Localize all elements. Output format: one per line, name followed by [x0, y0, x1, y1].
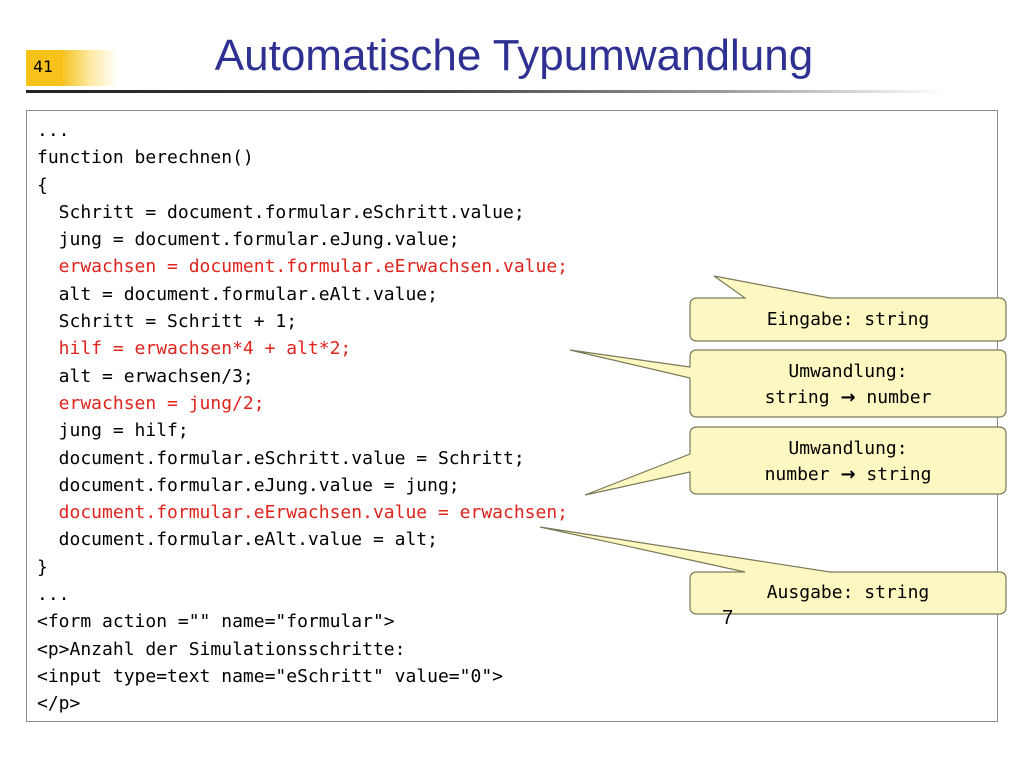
code-listing: ... function berechnen() { Schritt = docum… [37, 117, 568, 718]
code-line: <p>Anzahl der Simulationsschritte: [37, 638, 406, 660]
code-line: erwachsen = document.formular.eErwachsen… [37, 256, 569, 278]
callout-umwandlung-2-to: string [866, 464, 932, 485]
code-line: document.formular.eSchritt.value = Schri… [37, 447, 525, 469]
slide-title: Automatische Typumwandlung [214, 31, 814, 80]
code-line: document.formular.eJung.value = jung; [37, 474, 460, 496]
right-arrow-icon: → [840, 387, 856, 408]
callout-umwandlung-1-text: Umwandlung: string → number [690, 359, 1006, 411]
code-line: { [37, 174, 48, 196]
code-line: Schritt = document.formular.eSchritt.val… [37, 201, 525, 223]
code-line: ... [37, 120, 70, 141]
callout-eingabe-text: Eingabe: string [766, 309, 930, 330]
page-number-badge [26, 50, 118, 86]
code-line: jung = document.formular.eJung.value; [37, 229, 460, 251]
callout-umwandlung-1-heading: Umwandlung: [788, 361, 908, 382]
title-divider [26, 90, 946, 93]
callout-umwandlung-1-from: string [764, 387, 830, 408]
code-line: <form action ="" name="formular"> [37, 611, 395, 633]
code-line: document.formular.eAlt.value = alt; [37, 529, 438, 551]
callout-umwandlung-2-text: Umwandlung: number → string [690, 436, 1006, 488]
code-line: erwachsen = jung/2; [37, 392, 265, 414]
code-line: <input type=text name="eSchritt" value="… [37, 665, 503, 687]
code-line: document.formular.eErwachsen.value = erw… [37, 502, 569, 524]
callout-umwandlung-2-heading: Umwandlung: [788, 438, 908, 459]
callout-umwandlung-2-from: number [764, 464, 830, 485]
code-line: alt = erwachsen/3; [37, 365, 254, 387]
code-line: alt = document.formular.eAlt.value; [37, 283, 438, 305]
code-line: </p> [37, 693, 81, 715]
code-line: hilf = erwachsen*4 + alt*2; [37, 338, 352, 360]
callout-umwandlung-1-to: number [866, 387, 932, 408]
callout-ausgabe-text: Ausgabe: string [766, 582, 930, 603]
right-arrow-icon: → [840, 464, 856, 485]
code-line: function berechnen() [37, 147, 254, 169]
code-line: ... [37, 584, 70, 606]
code-line: } [37, 556, 48, 578]
code-line: Schritt = Schritt + 1; [37, 311, 298, 333]
stray-number: 7 [722, 607, 734, 629]
code-line: jung = hilf; [37, 420, 189, 442]
page-number: 41 [33, 57, 54, 76]
